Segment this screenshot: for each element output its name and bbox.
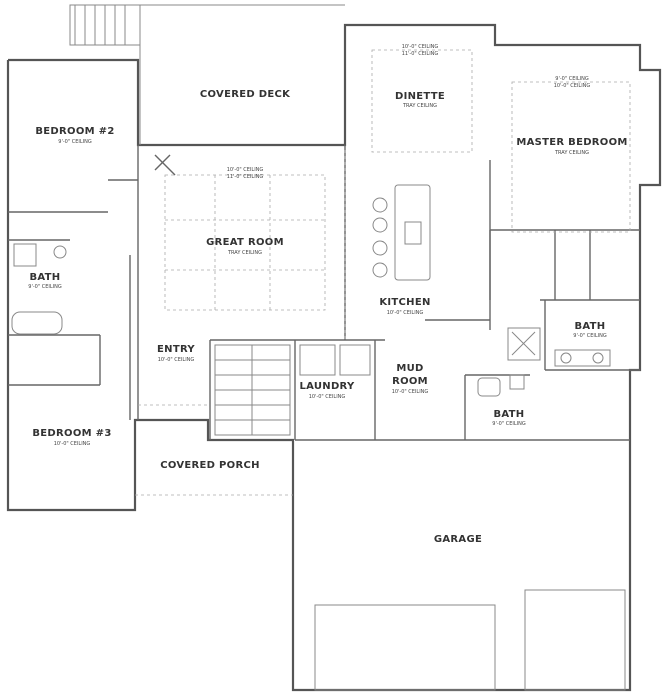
- great-room-label: GREAT ROOM: [206, 237, 284, 248]
- bath-mud-label: BATH: [494, 409, 525, 420]
- laundry-ceiling: 10'-0" CEILING: [309, 394, 346, 400]
- dinette-ceiling-2: 11'-0" CEILING: [402, 51, 439, 57]
- master-ceiling-2: 10'-0" CEILING: [554, 83, 591, 89]
- bath-master-label: BATH: [575, 321, 606, 332]
- entry-label: ENTRY: [157, 344, 195, 355]
- great-room-ceiling-3: TRAY CEILING: [227, 250, 262, 256]
- great-room-ceiling-1: 10'-0" CEILING: [227, 167, 264, 173]
- covered-deck-label: COVERED DECK: [200, 89, 291, 100]
- room-labels: COVERED DECK DINETTE 10'-0" CEILING 11'-…: [28, 44, 627, 545]
- bath-master-ceiling: 9'-0" CEILING: [573, 333, 607, 339]
- master-bedroom-label: MASTER BEDROOM: [516, 137, 627, 148]
- ceiling-lines: [135, 49, 631, 496]
- bath-left-label: BATH: [30, 272, 61, 283]
- exterior-walls: [6, 23, 662, 692]
- mud-room-ceiling: 10'-0" CEILING: [392, 389, 429, 395]
- bedroom2-ceiling: 9'-0" CEILING: [58, 139, 92, 145]
- interior-walls: [8, 145, 640, 441]
- master-ceiling-3: TRAY CEILING: [554, 150, 589, 156]
- bedroom2-label: BEDROOM #2: [35, 126, 114, 137]
- dinette-label: DINETTE: [395, 91, 445, 102]
- entry-ceiling: 10'-0" CEILING: [158, 357, 195, 363]
- bath-mud-ceiling: 9'-0" CEILING: [492, 421, 526, 427]
- fixtures: [11, 4, 626, 691]
- mud-room-label-2: ROOM: [392, 376, 428, 387]
- bedroom3-ceiling: 10'-0" CEILING: [54, 441, 91, 447]
- great-room-ceiling-2: 11'-0" CEILING: [227, 174, 264, 180]
- kitchen-label: KITCHEN: [379, 297, 430, 308]
- bath-left-ceiling: 9'-0" CEILING: [28, 284, 62, 290]
- dinette-ceiling-3: TRAY CEILING: [402, 103, 437, 109]
- laundry-label: LAUNDRY: [299, 381, 355, 392]
- covered-porch-label: COVERED PORCH: [160, 460, 260, 471]
- master-ceiling-1: 9'-0" CEILING: [555, 76, 589, 82]
- dinette-ceiling-1: 10'-0" CEILING: [402, 44, 439, 50]
- mud-room-label-1: MUD: [396, 363, 423, 374]
- garage-label: GARAGE: [434, 534, 482, 545]
- kitchen-ceiling: 10'-0" CEILING: [387, 310, 424, 316]
- bedroom3-label: BEDROOM #3: [32, 428, 111, 439]
